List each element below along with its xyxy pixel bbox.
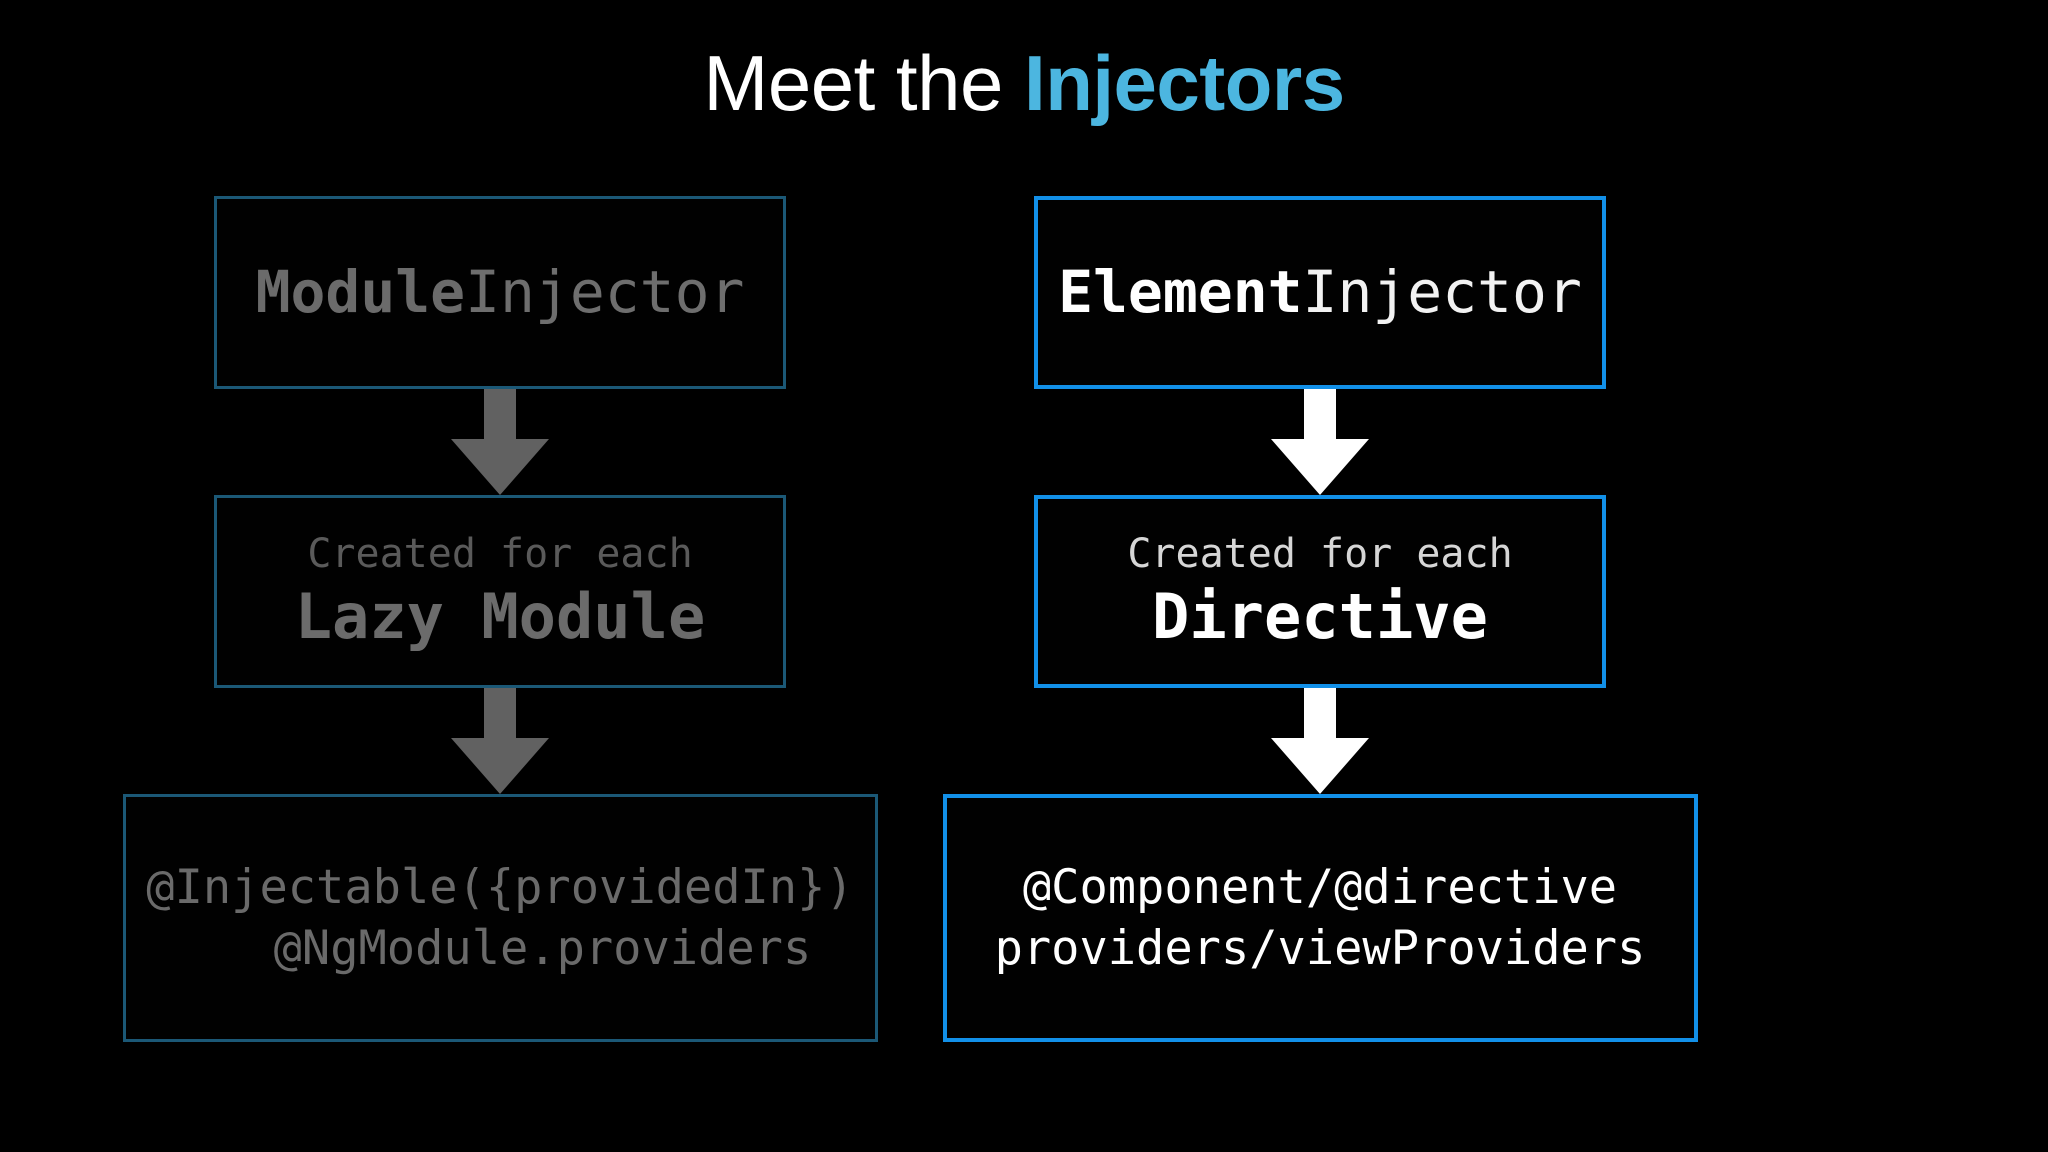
page-title: Meet the Injectors bbox=[0, 44, 2048, 122]
column-module-injector: ModuleInjector Created for each Lazy Mod… bbox=[100, 196, 900, 1042]
arrow-down-icon bbox=[451, 389, 549, 495]
element-injector-scope-caption: Created for each bbox=[1127, 530, 1513, 577]
element-injector-providers-line-1: @Component/@directive bbox=[1022, 859, 1618, 915]
arrow-down-element-to-directive-wrap bbox=[1265, 389, 1375, 495]
page-title-accent: Injectors bbox=[1024, 39, 1345, 127]
element-injector-title: ElementInjector bbox=[1058, 262, 1582, 323]
arrow-down-icon bbox=[1271, 688, 1369, 794]
element-injector-scope-subject: Directive bbox=[1152, 579, 1488, 653]
module-injector-providers-line-1: @Injectable({providedIn}) bbox=[146, 859, 854, 915]
module-injector-scope-subject: Lazy Module bbox=[294, 579, 706, 653]
element-injector-header-box: ElementInjector bbox=[1034, 196, 1606, 389]
element-injector-title-regular: Injector bbox=[1302, 258, 1582, 327]
page-title-plain: Meet the bbox=[703, 39, 1025, 127]
element-injector-title-bold: Element bbox=[1058, 258, 1303, 327]
module-injector-title: ModuleInjector bbox=[256, 262, 745, 323]
module-injector-title-bold: Module bbox=[255, 258, 466, 327]
arrow-down-icon bbox=[1271, 389, 1369, 495]
module-injector-title-regular: Injector bbox=[465, 258, 745, 327]
injector-comparison-diagram: ModuleInjector Created for each Lazy Mod… bbox=[0, 196, 2048, 1096]
module-injector-scope-caption: Created for each bbox=[307, 530, 693, 577]
module-injector-providers-line-2: @NgModule.providers bbox=[188, 921, 812, 976]
element-injector-providers-line-2: providers/viewProviders bbox=[994, 921, 1646, 976]
arrow-down-module-to-lazy-wrap bbox=[445, 389, 555, 495]
module-injector-providers-box: @Injectable({providedIn}) @NgModule.prov… bbox=[122, 794, 878, 1042]
module-injector-scope-box: Created for each Lazy Module bbox=[214, 495, 786, 688]
element-injector-providers-box: @Component/@directive providers/viewProv… bbox=[942, 794, 1698, 1042]
arrow-down-directive-to-providers-wrap bbox=[1265, 688, 1375, 794]
module-injector-header-box: ModuleInjector bbox=[214, 196, 786, 389]
element-injector-scope-box: Created for each Directive bbox=[1034, 495, 1606, 688]
arrow-down-icon bbox=[451, 688, 549, 794]
arrow-down-lazy-to-providers-wrap bbox=[445, 688, 555, 794]
column-element-injector: ElementInjector Created for each Directi… bbox=[920, 196, 1720, 1042]
